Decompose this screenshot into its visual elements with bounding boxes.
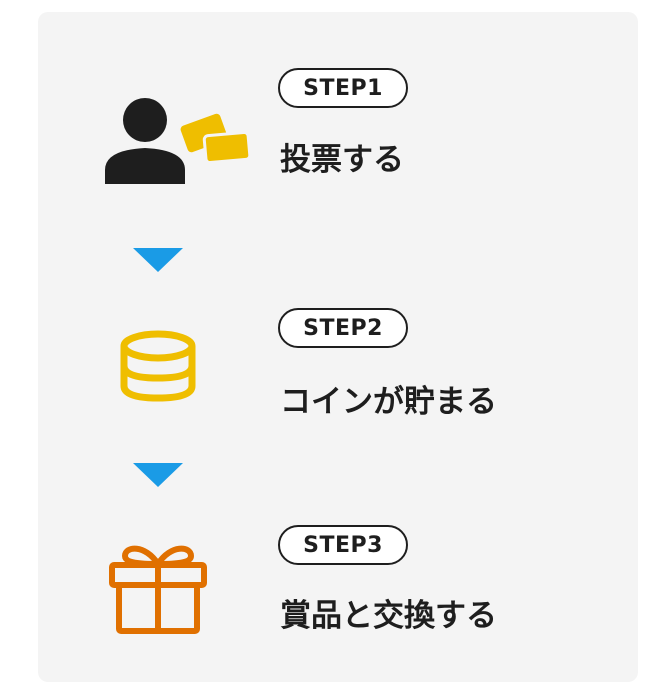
down-arrow-icon bbox=[133, 248, 183, 272]
step1-badge: STEP1 bbox=[278, 68, 408, 108]
step3-title: 賞品と交換する bbox=[280, 598, 497, 634]
gift-icon bbox=[109, 545, 207, 634]
down-arrow-icon bbox=[133, 463, 183, 487]
step2-badge: STEP2 bbox=[278, 308, 408, 348]
coin-stack-icon bbox=[120, 330, 196, 402]
step3-badge: STEP3 bbox=[278, 525, 408, 565]
person-vote-icon bbox=[105, 98, 250, 184]
step2-title: コインが貯まる bbox=[280, 384, 497, 420]
step1-title: 投票する bbox=[280, 142, 404, 178]
